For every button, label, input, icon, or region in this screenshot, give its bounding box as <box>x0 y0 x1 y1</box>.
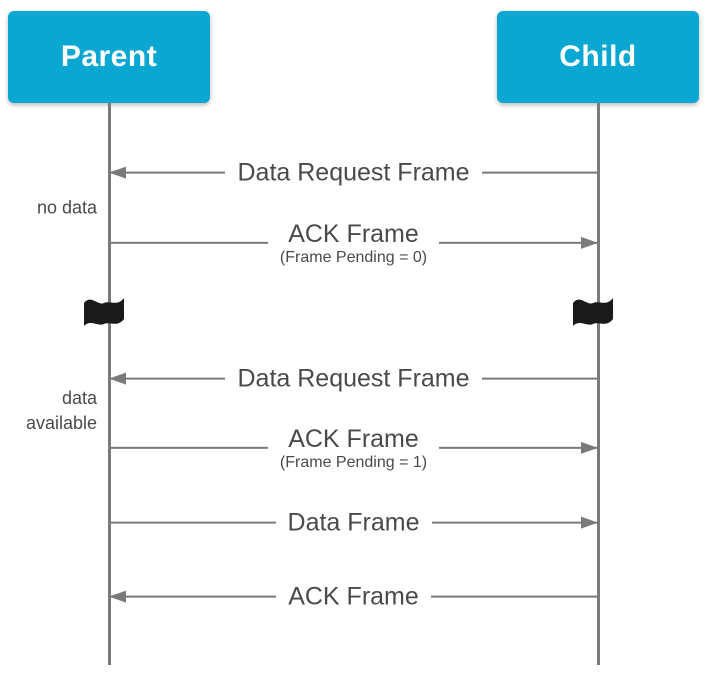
message-label: ACK Frame <box>288 582 419 611</box>
message-sublabel: (Frame Pending = 0) <box>279 248 428 266</box>
message-label: ACK Frame <box>288 424 419 453</box>
message-row-ack-pending-1: ACK Frame (Frame Pending = 1) <box>109 425 598 471</box>
message-label: ACK Frame <box>288 219 419 248</box>
arrowhead-left-icon <box>109 167 126 179</box>
side-note-data-available: data available <box>25 387 97 433</box>
arrowhead-left-icon <box>109 591 126 603</box>
message-label-block: ACK Frame <box>276 583 431 612</box>
message-line <box>439 447 598 449</box>
message-line <box>481 378 599 380</box>
flag-icon <box>84 298 124 326</box>
arrowhead-right-icon <box>581 442 598 454</box>
message-label-block: Data Frame <box>276 509 432 538</box>
message-line <box>109 596 277 598</box>
message-label-block: Data Request Frame <box>225 365 481 394</box>
message-line <box>431 522 599 524</box>
message-line <box>109 172 226 174</box>
message-label-block: ACK Frame (Frame Pending = 1) <box>268 425 439 471</box>
message-line <box>430 596 598 598</box>
flag-icon <box>573 298 613 326</box>
message-label-block: Data Request Frame <box>225 159 481 188</box>
message-line <box>439 242 598 244</box>
arrowhead-right-icon <box>581 517 598 529</box>
side-note-no-data: no data <box>36 197 97 218</box>
message-line <box>109 378 226 380</box>
message-row-ack-pending-0: ACK Frame (Frame Pending = 0) <box>109 220 598 266</box>
message-line <box>481 172 599 174</box>
actor-label-parent: Parent <box>60 40 158 73</box>
message-line <box>109 522 276 524</box>
message-label: Data Request Frame <box>237 158 470 187</box>
actor-box-child: Child <box>497 11 699 103</box>
message-row-data-request-1: Data Request Frame <box>109 159 599 188</box>
message-row-data-frame: Data Frame <box>109 509 599 538</box>
message-label: Data Frame <box>287 508 420 537</box>
message-line <box>109 447 268 449</box>
message-row-ack-final: ACK Frame <box>109 583 598 612</box>
lifeline-child <box>597 103 600 665</box>
message-row-data-request-2: Data Request Frame <box>109 365 599 394</box>
message-sublabel: (Frame Pending = 1) <box>279 453 428 471</box>
arrowhead-right-icon <box>581 237 598 249</box>
message-label: Data Request Frame <box>237 364 470 393</box>
actor-label-child: Child <box>559 40 637 73</box>
arrowhead-left-icon <box>109 373 126 385</box>
actor-box-parent: Parent <box>8 11 210 103</box>
message-line <box>109 242 268 244</box>
message-label-block: ACK Frame (Frame Pending = 0) <box>268 220 439 266</box>
